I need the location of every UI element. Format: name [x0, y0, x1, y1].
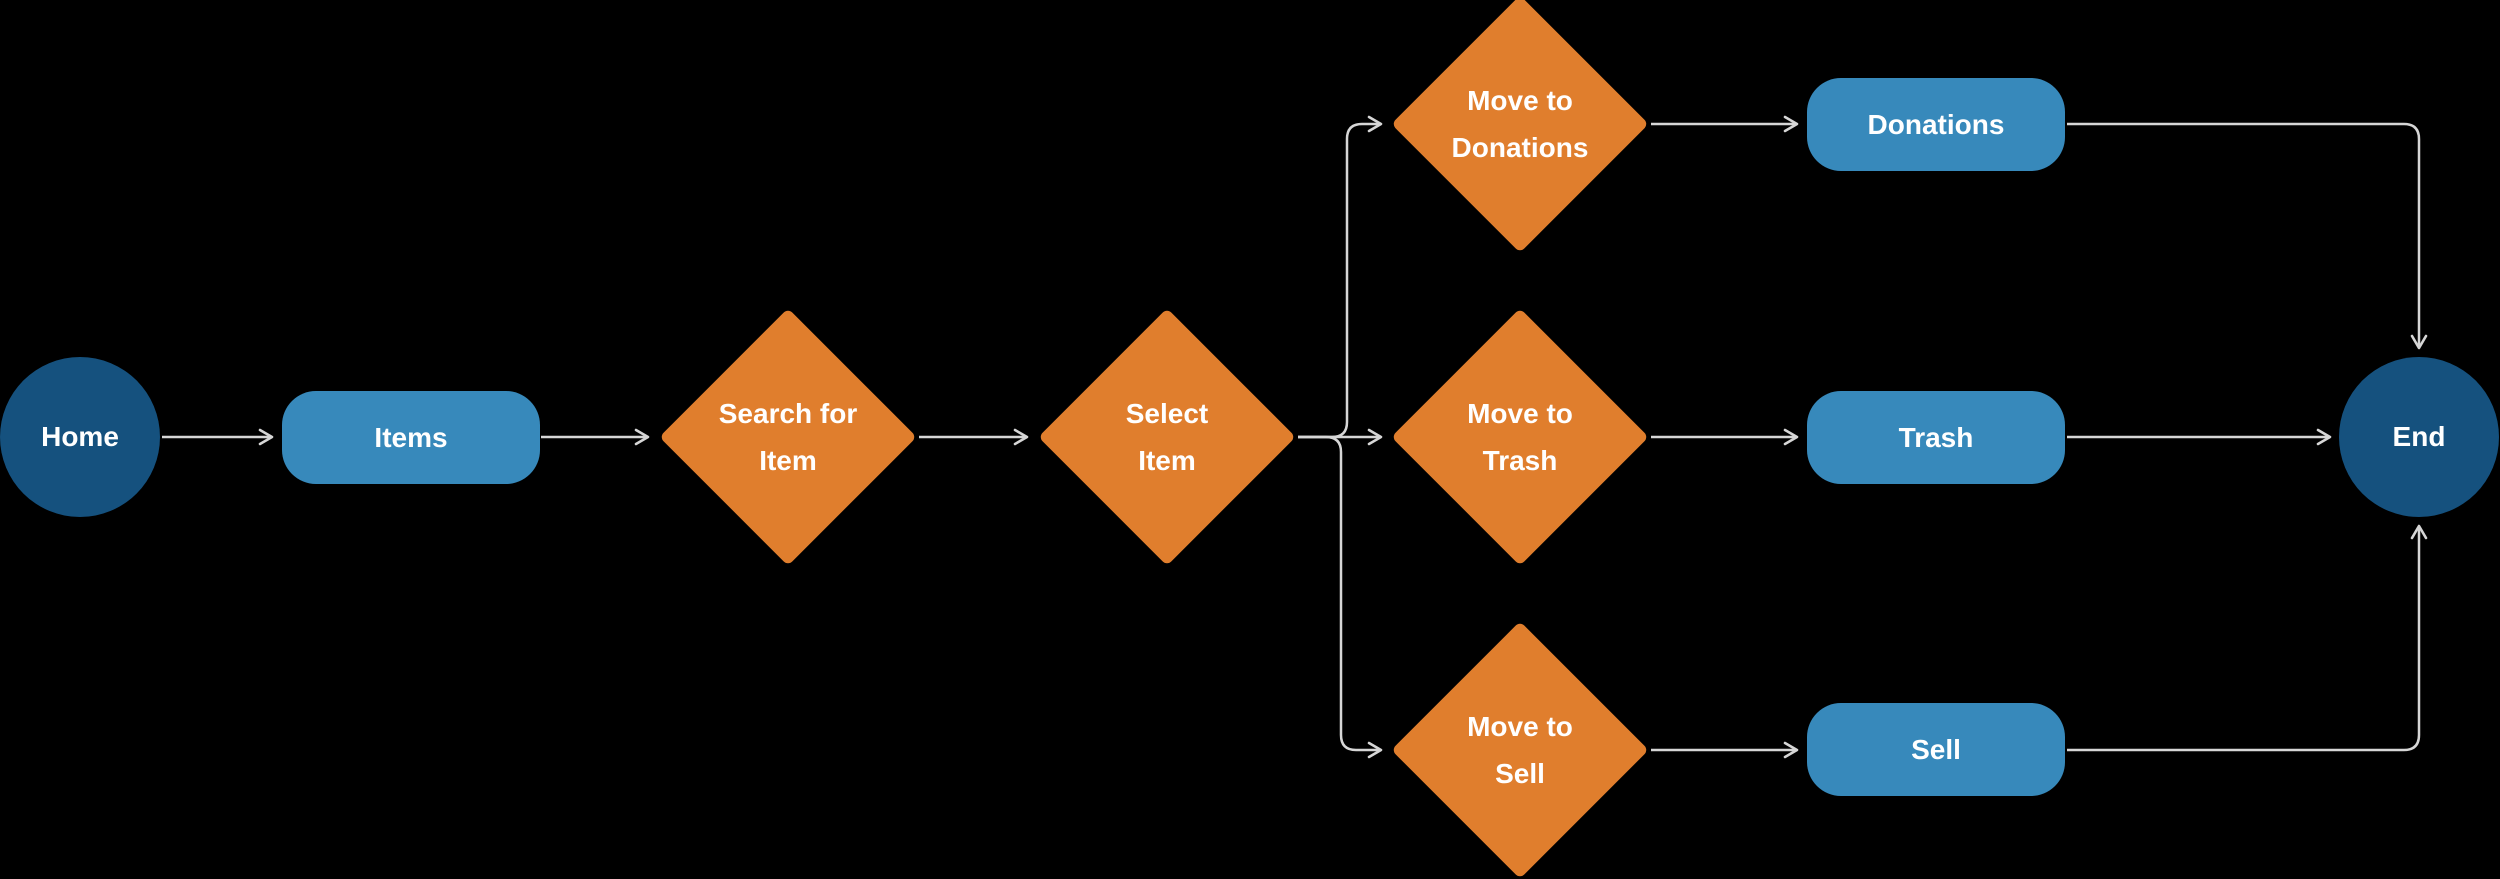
- node-trash[interactable]: Trash: [1807, 391, 2065, 484]
- edge-select-move-sell: [1298, 435, 1383, 759]
- node-move-to-sell[interactable]: Move to Sell: [1391, 621, 1649, 879]
- label-line: Sell: [1495, 758, 1545, 789]
- node-donations[interactable]: Donations: [1807, 78, 2065, 171]
- label-line: Search for: [718, 398, 858, 429]
- node-move-to-sell-label: Move to Sell: [1391, 659, 1649, 841]
- edge-sell-end: [2067, 524, 2428, 752]
- label-line: Move to: [1467, 711, 1573, 742]
- node-sell[interactable]: Sell: [1807, 703, 2065, 796]
- label-line: Select: [1125, 398, 1209, 429]
- label-line: Trash: [1482, 445, 1558, 476]
- node-items[interactable]: Items: [282, 391, 540, 484]
- node-move-to-trash-label: Move to Trash: [1391, 346, 1649, 528]
- node-search-for-item-label: Search for Item: [659, 346, 917, 528]
- label-line: Item: [759, 445, 817, 476]
- label-line: Move to: [1467, 398, 1573, 429]
- node-home-label: Home: [41, 421, 119, 452]
- label-line: Donations: [1451, 132, 1589, 163]
- node-end-label: End: [2392, 421, 2446, 452]
- label-line: Move to: [1467, 85, 1573, 116]
- node-items-label: Items: [374, 421, 448, 453]
- node-move-to-donations[interactable]: Move to Donations: [1391, 0, 1649, 253]
- node-select-item[interactable]: Select Item: [1038, 308, 1296, 566]
- node-select-item-label: Select Item: [1038, 346, 1296, 528]
- node-trash-label: Trash: [1898, 421, 1974, 453]
- label-line: Item: [1138, 445, 1196, 476]
- node-sell-label: Sell: [1911, 733, 1961, 765]
- node-move-to-donations-label: Move to Donations: [1391, 33, 1649, 215]
- edge-donations-end: [2067, 122, 2428, 350]
- node-donations-label: Donations: [1867, 108, 2005, 140]
- node-end[interactable]: End: [2339, 357, 2499, 517]
- node-search-for-item[interactable]: Search for Item: [659, 308, 917, 566]
- node-home[interactable]: Home: [0, 357, 160, 517]
- edge-select-move-donations: [1298, 115, 1383, 439]
- node-move-to-trash[interactable]: Move to Trash: [1391, 308, 1649, 566]
